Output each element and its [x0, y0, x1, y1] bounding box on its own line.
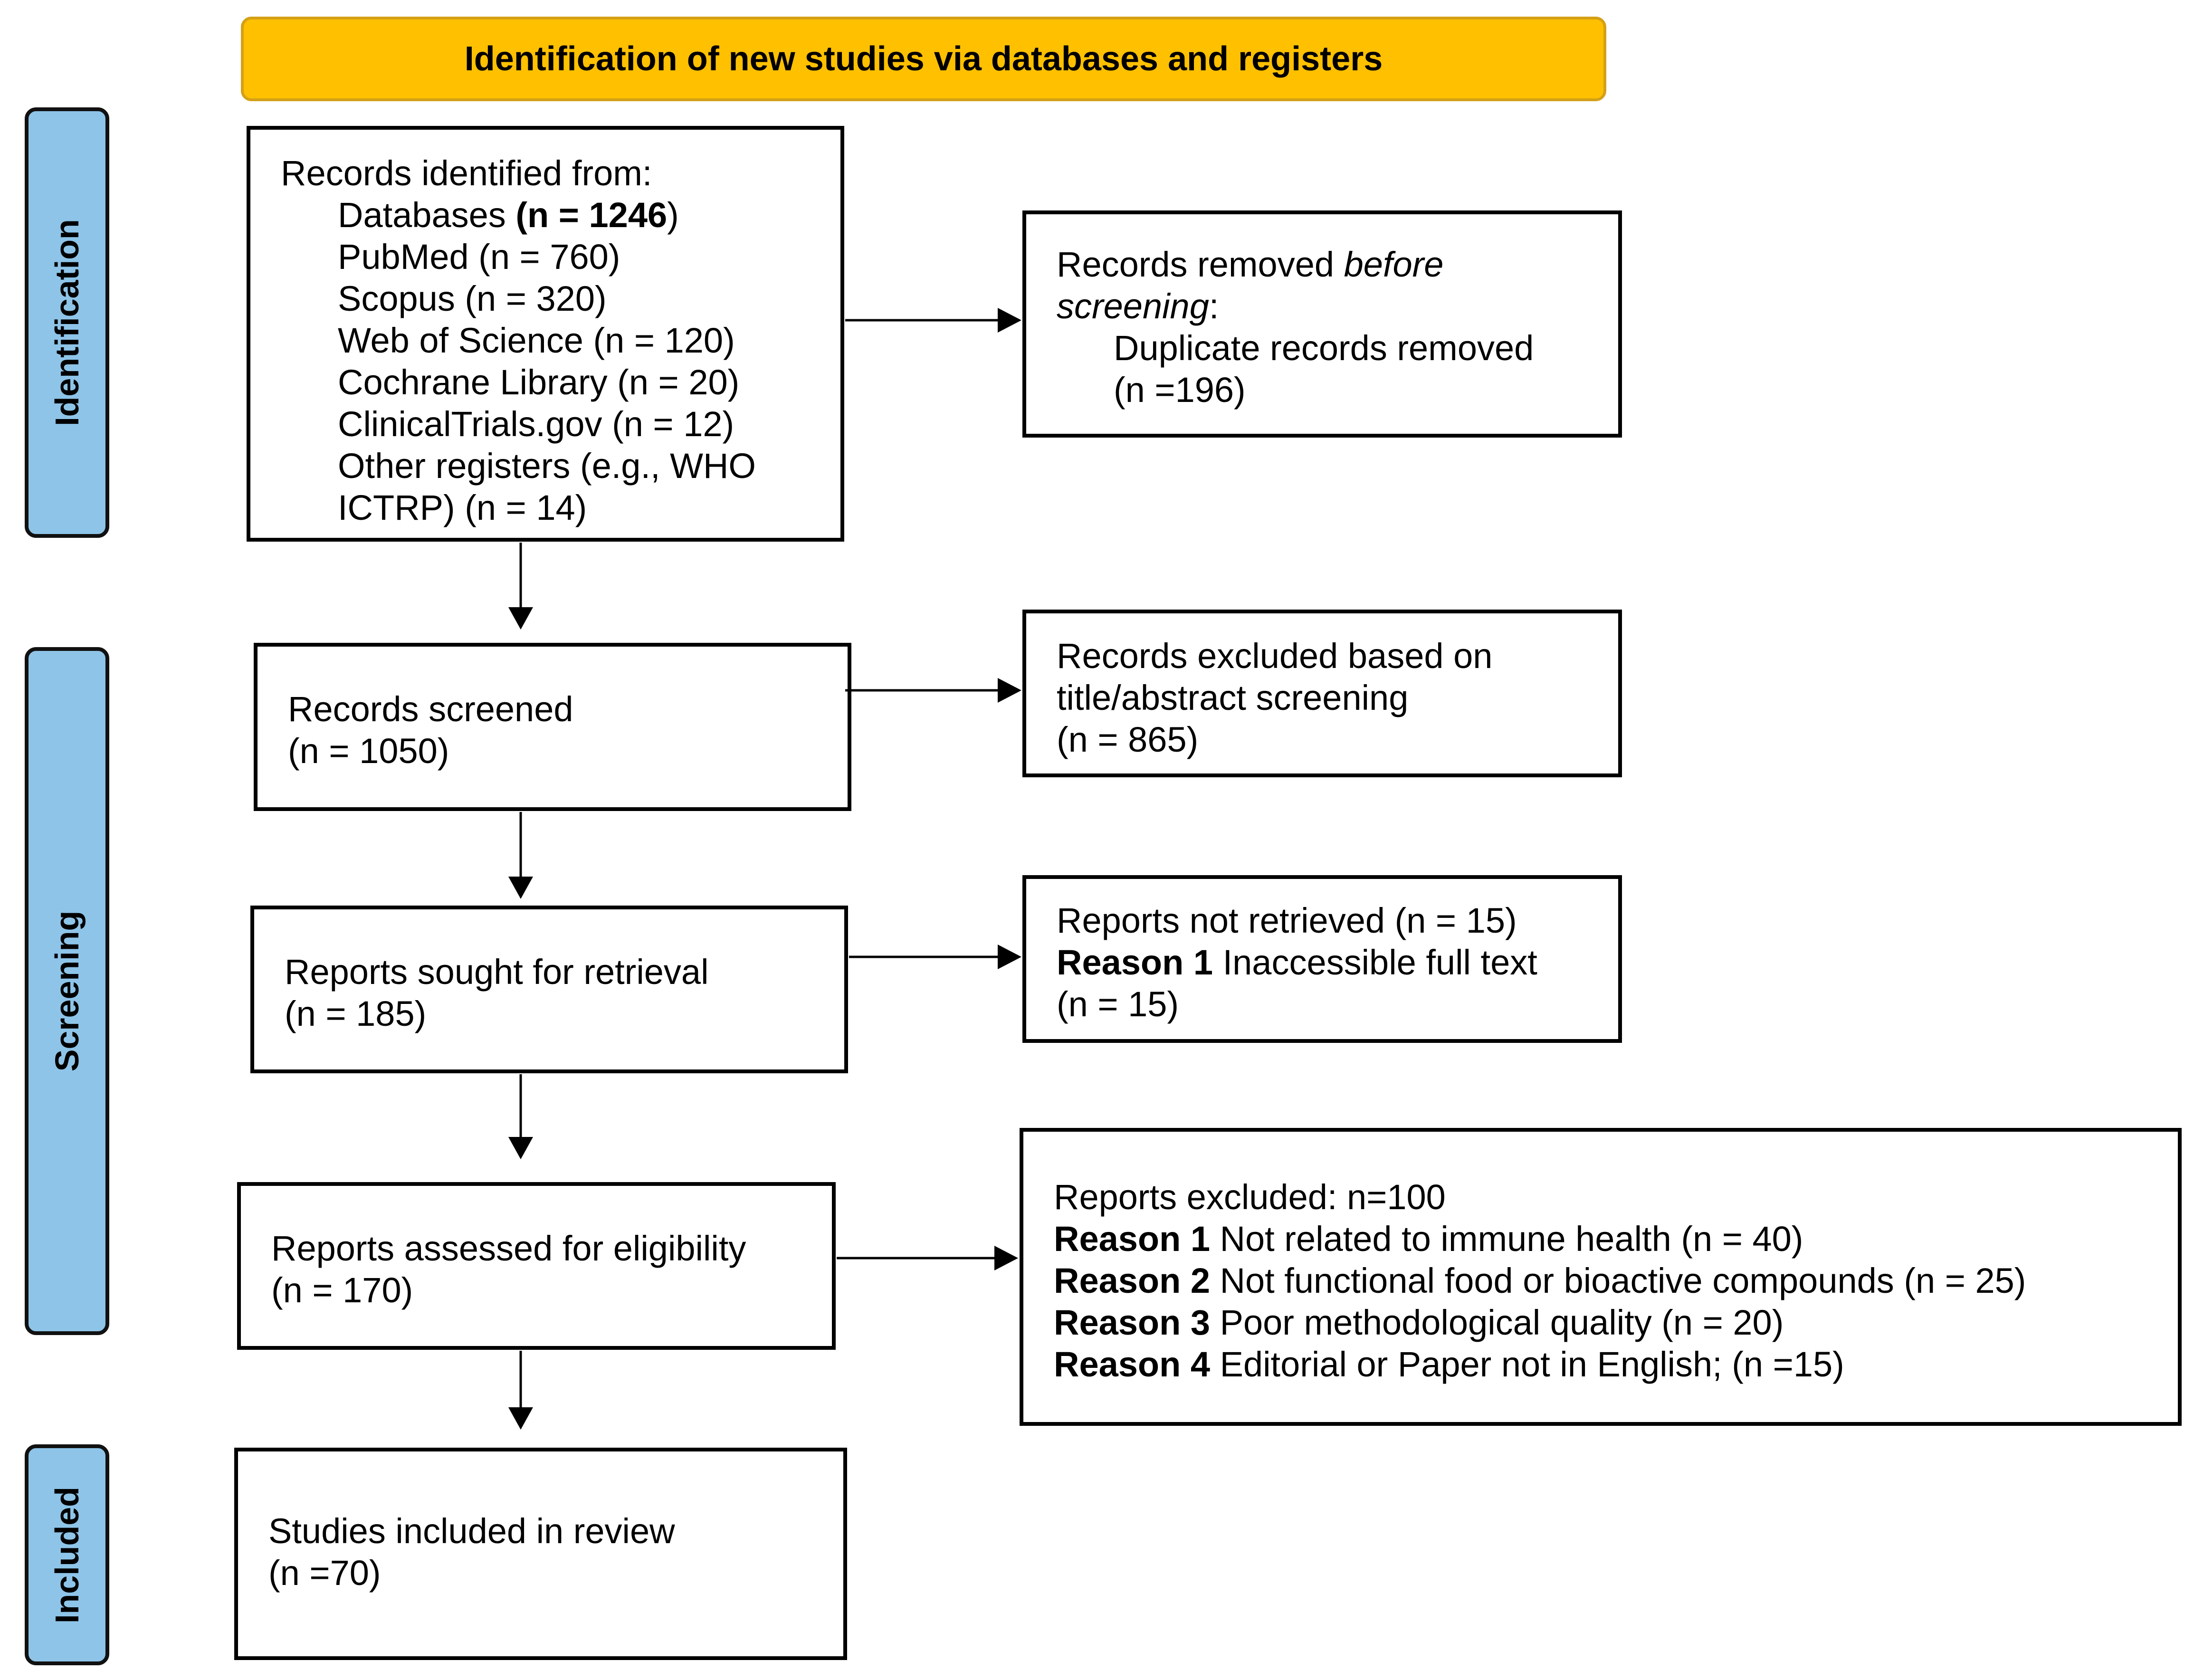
assessed-count: (n = 170): [271, 1270, 413, 1310]
identified-wos: Web of Science (n = 120): [338, 321, 735, 360]
phase-included: Included: [25, 1444, 109, 1665]
reports-not-retrieved-box: Reports not retrieved (n = 15) Reason 1 …: [1022, 875, 1622, 1043]
excluded-reason-2: Reason 2 Not functional food or bioactiv…: [1054, 1261, 2026, 1300]
header-banner: Identification of new studies via databa…: [241, 17, 1606, 101]
excluded-reason-3: Reason 3 Poor methodological quality (n …: [1054, 1303, 1784, 1342]
phase-identification: Identification: [25, 107, 109, 538]
removed-line2: screening:: [1057, 286, 1219, 326]
phase-included-label: Included: [48, 1486, 86, 1623]
arrow-identified-to-screened: [508, 543, 533, 630]
reports-sought-box: Reports sought for retrieval (n = 185): [250, 906, 848, 1073]
arrow-identified-to-removed: [845, 308, 1021, 333]
excluded-screen-count: (n = 865): [1057, 720, 1199, 759]
sought-count: (n = 185): [285, 994, 427, 1033]
identified-other-registers-cont: ICTRP) (n = 14): [338, 488, 587, 527]
records-excluded-box: Records excluded based on title/abstract…: [1022, 610, 1622, 777]
phase-identification-label: Identification: [48, 219, 86, 426]
not-retrieved-count: (n = 15): [1057, 984, 1179, 1024]
reports-excluded-box: Reports excluded: n=100 Reason 1 Not rel…: [1020, 1128, 2182, 1426]
arrow-sought-to-assessed: [508, 1074, 533, 1159]
identified-scopus: Scopus (n = 320): [338, 279, 607, 318]
phase-screening: Screening: [25, 647, 109, 1335]
arrow-screened-to-excluded: [845, 678, 1021, 703]
arrow-assessed-to-excluded: [837, 1246, 1018, 1270]
arrow-assessed-to-included: [508, 1351, 533, 1430]
removed-duplicates: Duplicate records removed: [1114, 328, 1534, 368]
excluded-reason-1: Reason 1 Not related to immune health (n…: [1054, 1219, 1803, 1259]
removed-line1: Records removed before: [1057, 245, 1444, 284]
removed-count: (n =196): [1114, 370, 1246, 410]
not-retrieved-line1: Reports not retrieved (n = 15): [1057, 901, 1517, 940]
studies-included-box: Studies included in review (n =70): [234, 1448, 847, 1660]
phase-screening-label: Screening: [48, 910, 86, 1072]
identified-clinicaltrials: ClinicalTrials.gov (n = 12): [338, 404, 735, 444]
arrow-screened-to-sought: [508, 812, 533, 899]
not-retrieved-reason: Reason 1 Inaccessible full text: [1057, 943, 1537, 982]
identified-cochrane: Cochrane Library (n = 20): [338, 363, 740, 402]
records-identified-box: Records identified from: Databases (n = …: [247, 126, 844, 542]
sought-label: Reports sought for retrieval: [285, 952, 709, 992]
included-count: (n =70): [268, 1553, 381, 1593]
screened-count: (n = 1050): [288, 731, 449, 771]
header-title: Identification of new studies via databa…: [464, 40, 1383, 78]
excluded-reason-4: Reason 4 Editorial or Paper not in Engli…: [1054, 1345, 1844, 1384]
excluded-reports-line1: Reports excluded: n=100: [1054, 1177, 1446, 1217]
databases-count: (n = 1246: [515, 195, 668, 235]
records-removed-box: Records removed before screening: Duplic…: [1022, 210, 1622, 438]
identified-databases: Databases (n = 1246): [338, 195, 679, 235]
arrow-sought-to-not-retrieved: [849, 945, 1021, 969]
screened-label: Records screened: [288, 689, 573, 729]
identified-other-registers: Other registers (e.g., WHO: [338, 446, 756, 486]
excluded-screen-line2: title/abstract screening: [1057, 678, 1409, 717]
assessed-label: Reports assessed for eligibility: [271, 1229, 746, 1268]
identified-pubmed: PubMed (n = 760): [338, 237, 620, 277]
included-label: Studies included in review: [268, 1511, 675, 1551]
records-screened-box: Records screened (n = 1050): [254, 643, 851, 811]
reports-assessed-box: Reports assessed for eligibility (n = 17…: [237, 1182, 836, 1350]
excluded-screen-line1: Records excluded based on: [1057, 636, 1493, 676]
identified-heading: Records identified from:: [281, 153, 652, 193]
